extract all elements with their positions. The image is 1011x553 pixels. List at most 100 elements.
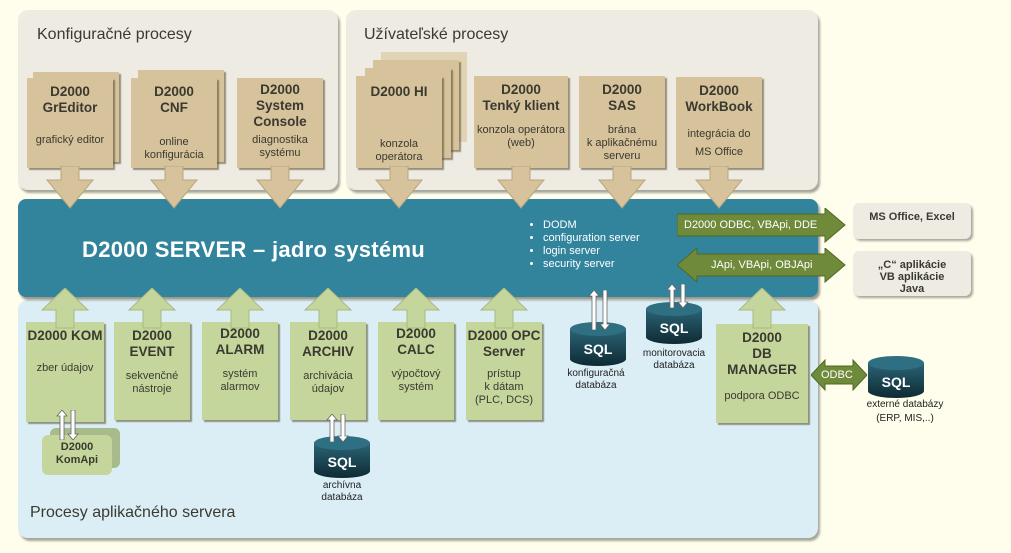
process-title: System — [255, 98, 305, 113]
app-process-opc-server[interactable]: D2000 OPC Server prístup k dátam (PLC, D… — [466, 322, 542, 420]
db-label-line: externé databázy — [866, 399, 944, 410]
data-flow-arrows-icon — [666, 284, 689, 308]
server-service-item: configuration server — [543, 232, 640, 245]
process-title: Server — [482, 344, 526, 359]
process-title: D2000 — [154, 84, 194, 99]
down-arrow — [255, 166, 305, 209]
process-title: D2000 — [602, 82, 642, 97]
komapi-title: KomApi — [55, 454, 99, 466]
process-description: online — [159, 136, 189, 148]
process-description: podpora ODBC — [724, 390, 800, 402]
process-title: D2000 OPC — [467, 328, 541, 343]
external-app-c: „C“ aplikácie — [877, 259, 947, 271]
process-description: konzola operátora — [476, 124, 566, 136]
external-app-vb: VB aplikácie — [879, 271, 945, 283]
process-description: k aplikačnému — [586, 137, 658, 149]
app-process-archiv[interactable]: D2000 ARCHIV archivácia údajov — [290, 322, 366, 420]
process-title: D2000 KOM — [27, 328, 103, 343]
app-process-db-manager[interactable]: D2000 DB MANAGER podpora ODBC — [716, 324, 808, 423]
up-arrow — [391, 288, 441, 329]
sql-label: SQL — [328, 454, 357, 470]
up-arrow — [40, 288, 90, 329]
up-arrow — [479, 288, 529, 329]
external-applications[interactable]: „C“ aplikácie VB aplikácie Java — [853, 251, 971, 296]
process-description: systému — [259, 147, 301, 159]
process-description: (web) — [507, 137, 535, 149]
process-title: D2000 — [50, 84, 90, 99]
process-description: prístup — [487, 368, 521, 380]
process-description: grafický editor — [35, 134, 105, 146]
process-title: D2000 — [132, 328, 172, 343]
db-label-line: konfiguračná — [567, 368, 625, 379]
process-title: Console — [253, 114, 307, 129]
odbc-arrow-label: ODBC — [821, 369, 853, 381]
server-service-item: login server — [543, 245, 640, 258]
config-process-greditor[interactable]: D2000 GrEditor grafický editor — [27, 78, 113, 168]
down-arrow — [496, 166, 546, 209]
up-arrow — [127, 288, 177, 329]
process-title: CNF — [160, 100, 188, 115]
external-ms-office[interactable]: MS Office, Excel — [853, 203, 971, 239]
process-description: konfigurácia — [144, 149, 204, 161]
external-ms-office-label: MS Office, Excel — [869, 211, 955, 223]
down-arrow — [374, 166, 424, 209]
up-arrow — [737, 288, 787, 329]
process-description: systém — [398, 381, 434, 393]
process-description: archivácia — [303, 370, 353, 382]
komapi-box[interactable]: D2000 KomApi — [42, 435, 112, 475]
db-label-line: archívna — [322, 480, 362, 491]
bidirectional-interface-label: JApi, VBApi, OBJApi — [711, 259, 813, 271]
user-process-workbook[interactable]: D2000 WorkBook integrácia do MS Office — [676, 77, 762, 168]
archive-db-label: archívna databáza — [302, 480, 382, 504]
app-process-alarm[interactable]: D2000 ALARM systém alarmov — [202, 322, 278, 420]
process-description: brána — [607, 124, 637, 136]
process-description: výpočtový — [391, 368, 441, 380]
data-flow-arrows-icon — [56, 410, 79, 440]
monitoring-db-label: monitorovacia databáza — [634, 348, 714, 372]
config-process-cnf[interactable]: D2000 CNF online konfigurácia — [131, 78, 217, 168]
app-server-title: Procesy aplikačného servera — [30, 504, 236, 521]
user-process-hi[interactable]: D2000 HI konzola operátora — [356, 76, 442, 168]
config-processes-title: Konfiguračné procesy — [37, 26, 192, 43]
db-label-line: databáza — [321, 492, 363, 503]
app-process-event[interactable]: D2000 EVENT sekvenčné nástroje — [114, 322, 190, 420]
process-title: GrEditor — [42, 100, 98, 115]
process-description: operátora — [375, 151, 423, 163]
server-services-list: DODM configuration server login server s… — [525, 219, 640, 271]
config-database-icon: SQL — [570, 322, 626, 366]
monitoring-database-icon: SQL — [646, 302, 702, 344]
config-db-label: konfiguračná databáza — [556, 368, 636, 392]
process-title: DB MANAGER — [727, 346, 797, 377]
process-description: konzola — [380, 138, 418, 150]
server-title: D2000 SERVER – jadro systému — [82, 237, 426, 262]
outbound-interface-label: D2000 ODBC, VBApi, DDE — [684, 219, 818, 231]
process-title: D2000 — [260, 82, 300, 97]
odbc-arrow — [811, 358, 867, 392]
user-process-sas[interactable]: D2000 SAS brána k aplikačnému serveru — [579, 76, 665, 168]
config-process-system-console[interactable]: D2000 System Console diagnostika systému — [237, 78, 323, 168]
external-db-label: externé databázy (ERP, MIS,..) — [850, 398, 960, 426]
external-app-java: Java — [899, 283, 925, 295]
db-label-line: monitorovacia — [642, 348, 706, 359]
process-title: D2000 — [501, 82, 541, 97]
process-title: CALC — [397, 342, 435, 357]
data-flow-arrows-icon — [326, 414, 349, 442]
process-title: D2000 — [220, 326, 260, 341]
up-arrow — [303, 288, 353, 329]
down-arrow — [597, 166, 647, 209]
process-title: Tenký klient — [482, 98, 560, 113]
process-description: alarmov — [220, 381, 260, 393]
db-label-line: databáza — [653, 360, 695, 371]
process-description: zber údajov — [36, 362, 94, 374]
db-label-line: databáza — [575, 380, 617, 391]
process-description: systém — [222, 368, 258, 380]
process-title: D2000 — [742, 330, 782, 345]
process-title: D2000 HI — [370, 84, 428, 99]
app-process-kom[interactable]: D2000 KOM zber údajov — [26, 322, 104, 422]
user-process-thin-client[interactable]: D2000 Tenký klient konzola operátora (we… — [474, 76, 568, 168]
server-service-item: security server — [543, 258, 640, 271]
process-title: EVENT — [129, 344, 175, 359]
app-process-calc[interactable]: D2000 CALC výpočtový systém — [378, 322, 454, 420]
process-title: WorkBook — [685, 99, 753, 114]
process-title: ARCHIV — [302, 344, 354, 359]
